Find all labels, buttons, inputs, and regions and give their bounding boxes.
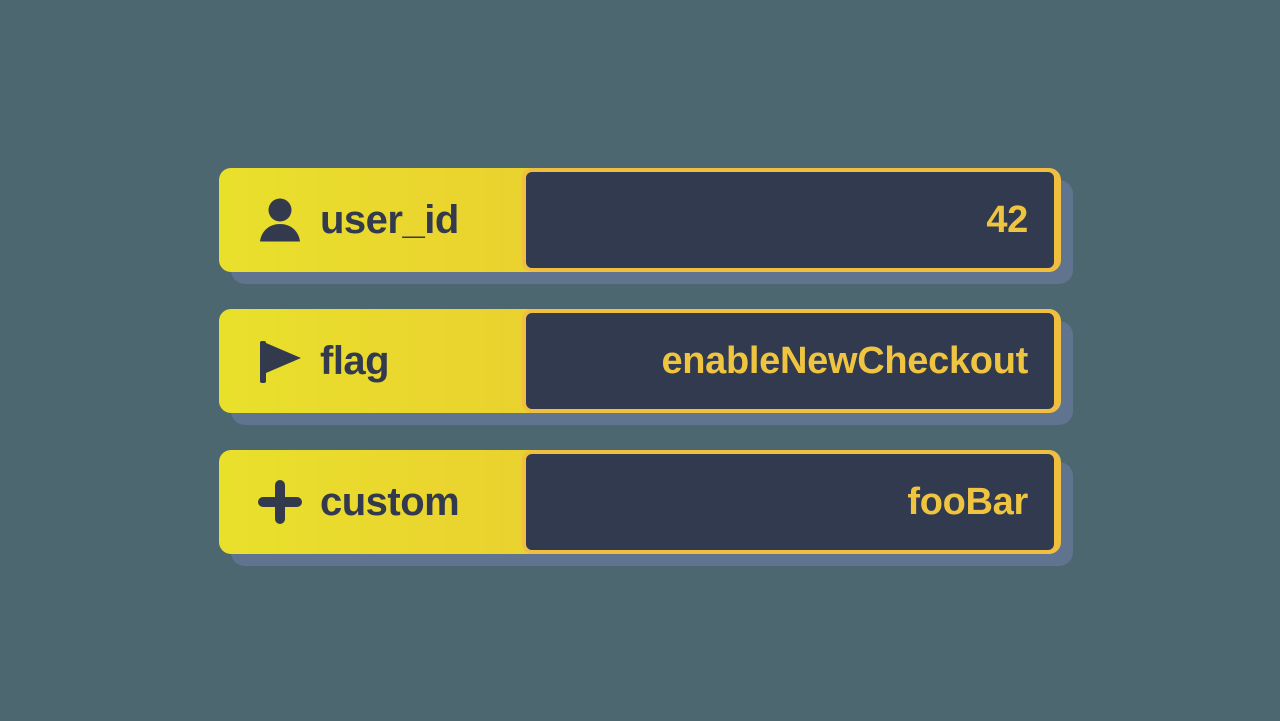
row-label-cell: custom: [219, 450, 522, 554]
attribute-row-list: user_id 42 flag enableNewCheckout: [219, 168, 1073, 591]
row-body[interactable]: user_id 42: [219, 168, 1061, 272]
row-value: fooBar: [907, 481, 1028, 523]
attribute-row-flag[interactable]: flag enableNewCheckout: [219, 309, 1073, 425]
flag-icon: [252, 333, 308, 389]
row-label: flag: [320, 339, 390, 383]
plus-icon: [252, 474, 308, 530]
attribute-row-user-id[interactable]: user_id 42: [219, 168, 1073, 284]
row-label-cell: user_id: [219, 168, 522, 272]
row-label-cell: flag: [219, 309, 522, 413]
row-value-cell[interactable]: 42: [522, 168, 1058, 272]
person-icon: [252, 192, 308, 248]
row-label: user_id: [320, 198, 459, 242]
row-label: custom: [320, 480, 460, 524]
row-value-cell[interactable]: enableNewCheckout: [522, 309, 1058, 413]
row-body[interactable]: flag enableNewCheckout: [219, 309, 1061, 413]
row-body[interactable]: custom fooBar: [219, 450, 1061, 554]
row-value: enableNewCheckout: [661, 340, 1028, 382]
row-value-cell[interactable]: fooBar: [522, 450, 1058, 554]
row-value: 42: [986, 199, 1028, 241]
attribute-row-custom[interactable]: custom fooBar: [219, 450, 1073, 566]
